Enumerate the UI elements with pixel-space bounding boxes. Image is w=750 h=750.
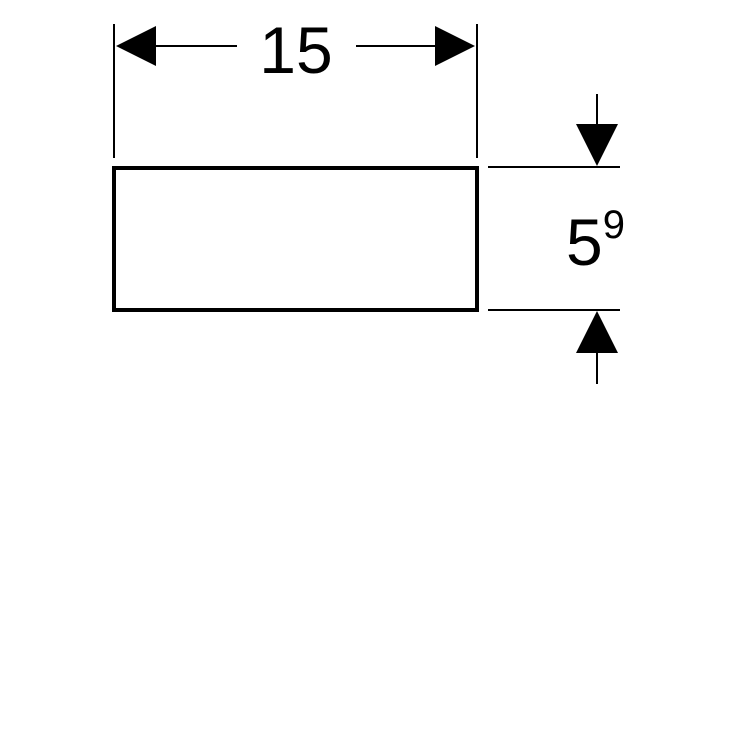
height-arrow-up-icon bbox=[576, 311, 618, 353]
width-dimension: 15 bbox=[113, 13, 478, 158]
height-arrow-down-icon bbox=[576, 124, 618, 166]
width-arrow-left-icon bbox=[116, 26, 156, 66]
height-dimension-superscript: 9 bbox=[603, 203, 625, 247]
width-dimension-value: 15 bbox=[259, 13, 332, 87]
part-outline bbox=[112, 166, 479, 312]
height-dimension-main: 5 bbox=[566, 205, 603, 279]
height-dimension: 59 bbox=[488, 94, 625, 384]
height-dimension-value: 59 bbox=[566, 203, 625, 279]
width-arrow-right-icon bbox=[435, 26, 475, 66]
